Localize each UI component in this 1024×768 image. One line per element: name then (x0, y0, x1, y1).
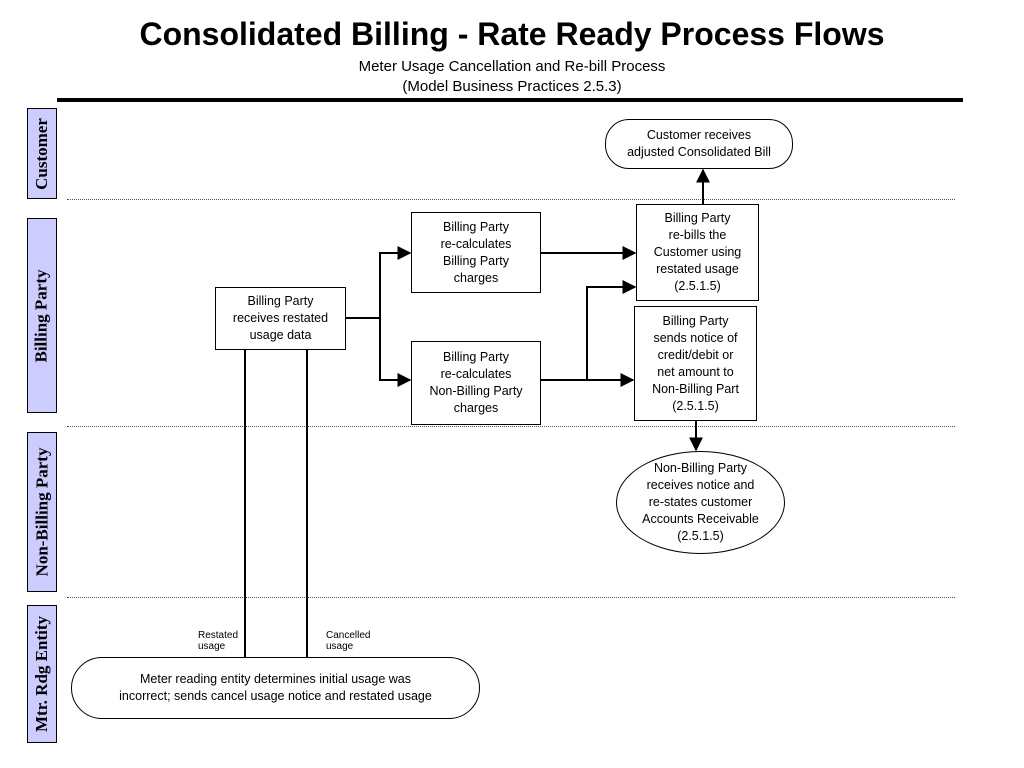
page-title: Consolidated Billing - Rate Ready Proces… (139, 16, 885, 52)
label-restated-usage: Restated usage (198, 630, 239, 652)
lane-label-non-billing-party: Non-Billing Party (27, 432, 57, 592)
node-billing-party-sends-notice: Billing Party sends notice of credit/deb… (634, 306, 757, 421)
lane-label-billing-party: Billing Party (27, 218, 57, 413)
arrow-to-recalc-bp (379, 246, 412, 318)
arrow-to-recalc-nbp (379, 318, 412, 387)
title-rule (57, 98, 963, 102)
node-non-billing-party-restates-receivable: Non-Billing Party receives notice and re… (616, 451, 785, 554)
node-recalculate-billing-party-charges: Billing Party re-calculates Billing Part… (411, 212, 541, 293)
arrow-recalc-nbp-to-rebills (586, 280, 637, 380)
node-customer-receives-bill: Customer receives adjusted Consolidated … (605, 119, 793, 169)
page-subtitle-reference: (Model Business Practices 2.5.3) (402, 78, 622, 95)
node-billing-party-receives-usage: Billing Party receives restated usage da… (215, 287, 346, 350)
lane-divider (67, 426, 955, 427)
label-cancelled-usage: Cancelled usage (326, 630, 371, 652)
lane-label-meter-reading-entity: Mtr. Rdg Entity (27, 605, 57, 743)
page-subtitle: Meter Usage Cancellation and Re-bill Pro… (358, 58, 666, 75)
node-recalculate-non-billing-party-charges: Billing Party re-calculates Non-Billing … (411, 341, 541, 425)
node-meter-reading-entity-determines: Meter reading entity determines initial … (71, 657, 480, 719)
node-billing-party-rebills-customer: Billing Party re-bills the Customer usin… (636, 204, 759, 301)
lane-label-customer: Customer (27, 108, 57, 199)
lane-divider (67, 597, 955, 598)
lane-divider (67, 199, 955, 200)
